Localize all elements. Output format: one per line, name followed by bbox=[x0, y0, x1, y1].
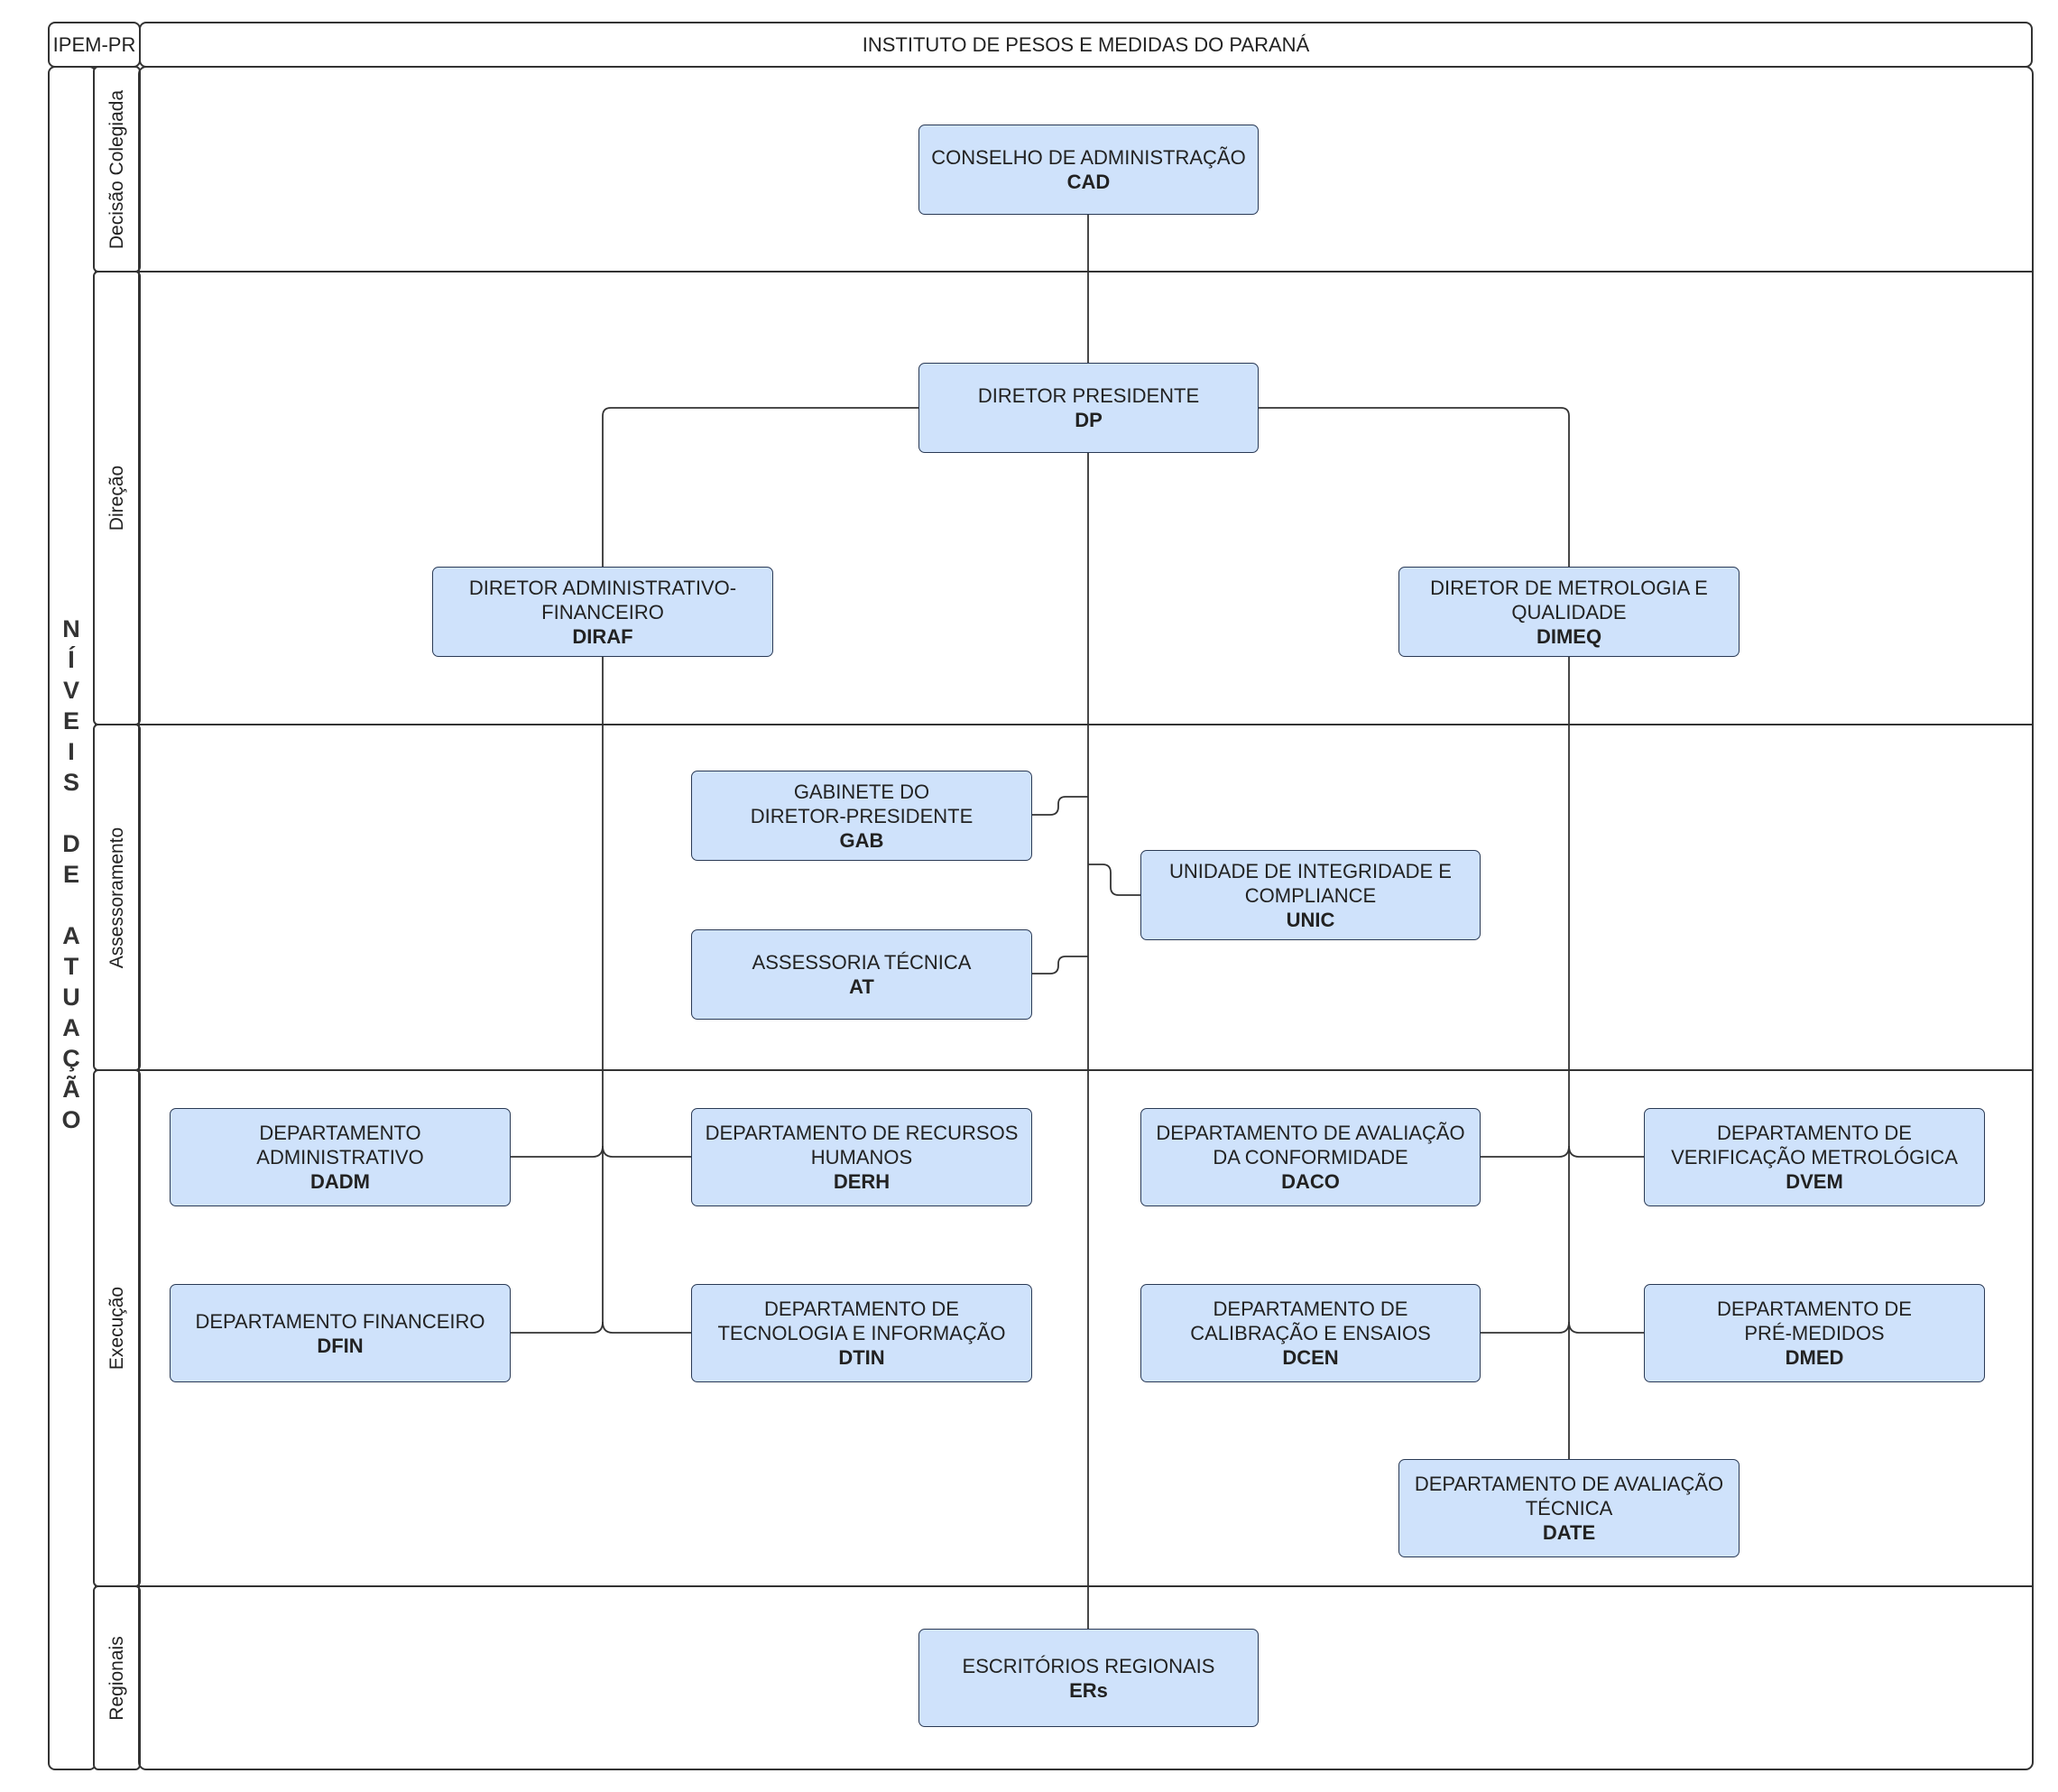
levels-title-char: T bbox=[63, 953, 79, 980]
unit-abbr: DATE bbox=[1542, 1521, 1596, 1544]
lane-label-execucao: Execução bbox=[93, 1069, 141, 1587]
unit-name: DIRETOR ADMINISTRATIVO-FINANCEIRO bbox=[468, 576, 737, 624]
connector-gab bbox=[1031, 796, 1088, 816]
connector-daco bbox=[1480, 1145, 1570, 1158]
unit-dmed[interactable]: DEPARTAMENTO DE PRÉ-MEDIDOS DMED bbox=[1644, 1284, 1985, 1382]
unit-abbr: DTIN bbox=[838, 1346, 885, 1369]
levels-title-char: U bbox=[62, 984, 80, 1011]
unit-dfin[interactable]: DEPARTAMENTO FINANCEIRO DFIN bbox=[170, 1284, 511, 1382]
levels-title-char: V bbox=[62, 677, 79, 704]
levels-title-char: Ã bbox=[62, 1076, 80, 1103]
unit-abbr: AT bbox=[849, 975, 874, 998]
connector-dp-dimeq bbox=[1259, 407, 1570, 567]
unit-cad[interactable]: CONSELHO DE ADMINISTRAÇÃO CAD bbox=[918, 125, 1259, 215]
unit-name: CONSELHO DE ADMINISTRAÇÃO bbox=[931, 146, 1246, 169]
unit-abbr: DIRAF bbox=[572, 624, 633, 648]
unit-unic[interactable]: UNIDADE DE INTEGRIDADE E COMPLIANCE UNIC bbox=[1140, 850, 1481, 940]
unit-abbr: DERH bbox=[833, 1170, 891, 1193]
unit-dimeq[interactable]: DIRETOR DE METROLOGIA E QUALIDADE DIMEQ bbox=[1398, 567, 1740, 657]
connector-dtin bbox=[602, 1321, 691, 1334]
org-code-header: IPEM-PR bbox=[48, 22, 141, 68]
unit-dadm[interactable]: DEPARTAMENTO ADMINISTRATIVO DADM bbox=[170, 1108, 511, 1206]
levels-title-char: A bbox=[62, 922, 80, 949]
unit-name: GABINETE DO DIRETOR-PRESIDENTE bbox=[750, 780, 974, 827]
unit-derh[interactable]: DEPARTAMENTO DE RECURSOS HUMANOS DERH bbox=[691, 1108, 1032, 1206]
unit-abbr: CAD bbox=[1066, 171, 1111, 193]
unit-dvem[interactable]: DEPARTAMENTO DE VERIFICAÇÃO METROLÓGICA … bbox=[1644, 1108, 1985, 1206]
unit-abbr: DP bbox=[1075, 409, 1103, 431]
unit-name: DEPARTAMENTO DE RECURSOS HUMANOS bbox=[705, 1122, 1019, 1168]
connector-dcen bbox=[1480, 1321, 1570, 1334]
page-title: INSTITUTO DE PESOS E MEDIDAS DO PARANÁ bbox=[862, 32, 1310, 56]
connector-derh bbox=[602, 1145, 691, 1158]
levels-title-char: I bbox=[68, 738, 75, 765]
unit-date[interactable]: DEPARTAMENTO DE AVALIAÇÃO TÉCNICA DATE bbox=[1398, 1459, 1740, 1557]
levels-title-char: Ç bbox=[62, 1045, 80, 1072]
connector-dmed bbox=[1568, 1321, 1644, 1334]
levels-title-char: N bbox=[62, 615, 80, 642]
unit-abbr: DIMEQ bbox=[1536, 624, 1602, 648]
unit-name: DEPARTAMENTO DE AVALIAÇÃO TÉCNICA bbox=[1414, 1473, 1724, 1520]
unit-abbr: DFIN bbox=[317, 1334, 364, 1357]
unit-abbr: GAB bbox=[839, 828, 884, 852]
lane-label-regionais: Regionais bbox=[93, 1585, 141, 1770]
unit-name: DIRETOR PRESIDENTE bbox=[977, 384, 1200, 407]
levels-title-char: E bbox=[62, 707, 79, 734]
levels-title-char: E bbox=[62, 861, 79, 888]
unit-name: DEPARTAMENTO DE AVALIAÇÃO DA CONFORMIDAD… bbox=[1156, 1122, 1465, 1168]
unit-abbr: DCEN bbox=[1282, 1346, 1339, 1369]
unit-ers[interactable]: ESCRITÓRIOS REGIONAIS ERs bbox=[918, 1629, 1259, 1727]
unit-abbr: DACO bbox=[1281, 1170, 1340, 1193]
unit-name: UNIDADE DE INTEGRIDADE E COMPLIANCE bbox=[1169, 859, 1452, 907]
unit-abbr: ERs bbox=[1069, 1678, 1108, 1702]
unit-name: DEPARTAMENTO FINANCEIRO bbox=[195, 1309, 485, 1333]
levels-title: N Í V E I S D E A T U A Ç Ã O bbox=[47, 614, 96, 1135]
levels-title-char: Í bbox=[68, 646, 75, 673]
levels-title-char: A bbox=[62, 1014, 80, 1041]
connector-dp-diraf bbox=[602, 407, 918, 567]
unit-at[interactable]: ASSESSORIA TÉCNICA AT bbox=[691, 929, 1032, 1020]
unit-dtin[interactable]: DEPARTAMENTO DE TECNOLOGIA E INFORMAÇÃO … bbox=[691, 1284, 1032, 1382]
unit-name: DEPARTAMENTO DE VERIFICAÇÃO METROLÓGICA bbox=[1671, 1122, 1958, 1168]
unit-name: DIRETOR DE METROLOGIA E QUALIDADE bbox=[1430, 576, 1708, 624]
unit-dcen[interactable]: DEPARTAMENTO DE CALIBRAÇÃO E ENSAIOS DCE… bbox=[1140, 1284, 1481, 1382]
unit-abbr: DVEM bbox=[1786, 1170, 1843, 1193]
unit-abbr: DADM bbox=[310, 1170, 370, 1193]
unit-dp[interactable]: DIRETOR PRESIDENTE DP bbox=[918, 363, 1259, 453]
connector-at bbox=[1031, 956, 1088, 975]
unit-gab[interactable]: GABINETE DO DIRETOR-PRESIDENTE GAB bbox=[691, 771, 1032, 861]
unit-diraf[interactable]: DIRETOR ADMINISTRATIVO-FINANCEIRO DIRAF bbox=[432, 567, 773, 657]
lanes-frame bbox=[138, 66, 2034, 1770]
unit-abbr: DMED bbox=[1785, 1346, 1844, 1369]
connector-dfin bbox=[510, 1321, 604, 1334]
levels-title-char: S bbox=[62, 769, 79, 796]
levels-title-char: D bbox=[62, 830, 80, 857]
levels-title-char: O bbox=[61, 1106, 81, 1133]
unit-name: DEPARTAMENTO DE CALIBRAÇÃO E ENSAIOS bbox=[1190, 1298, 1431, 1344]
unit-name: ASSESSORIA TÉCNICA bbox=[752, 951, 972, 974]
connector-unic bbox=[1088, 864, 1140, 896]
connector-dadm bbox=[510, 1145, 604, 1158]
unit-name: ESCRITÓRIOS REGIONAIS bbox=[962, 1654, 1215, 1677]
unit-name: DEPARTAMENTO ADMINISTRATIVO bbox=[256, 1122, 424, 1168]
unit-daco[interactable]: DEPARTAMENTO DE AVALIAÇÃO DA CONFORMIDAD… bbox=[1140, 1108, 1481, 1206]
unit-name: DEPARTAMENTO DE PRÉ-MEDIDOS bbox=[1717, 1298, 1912, 1344]
unit-abbr: UNIC bbox=[1286, 908, 1335, 931]
unit-name: DEPARTAMENTO DE TECNOLOGIA E INFORMAÇÃO bbox=[717, 1298, 1006, 1344]
connector-dvem bbox=[1568, 1145, 1644, 1158]
org-code: IPEM-PR bbox=[52, 32, 136, 56]
